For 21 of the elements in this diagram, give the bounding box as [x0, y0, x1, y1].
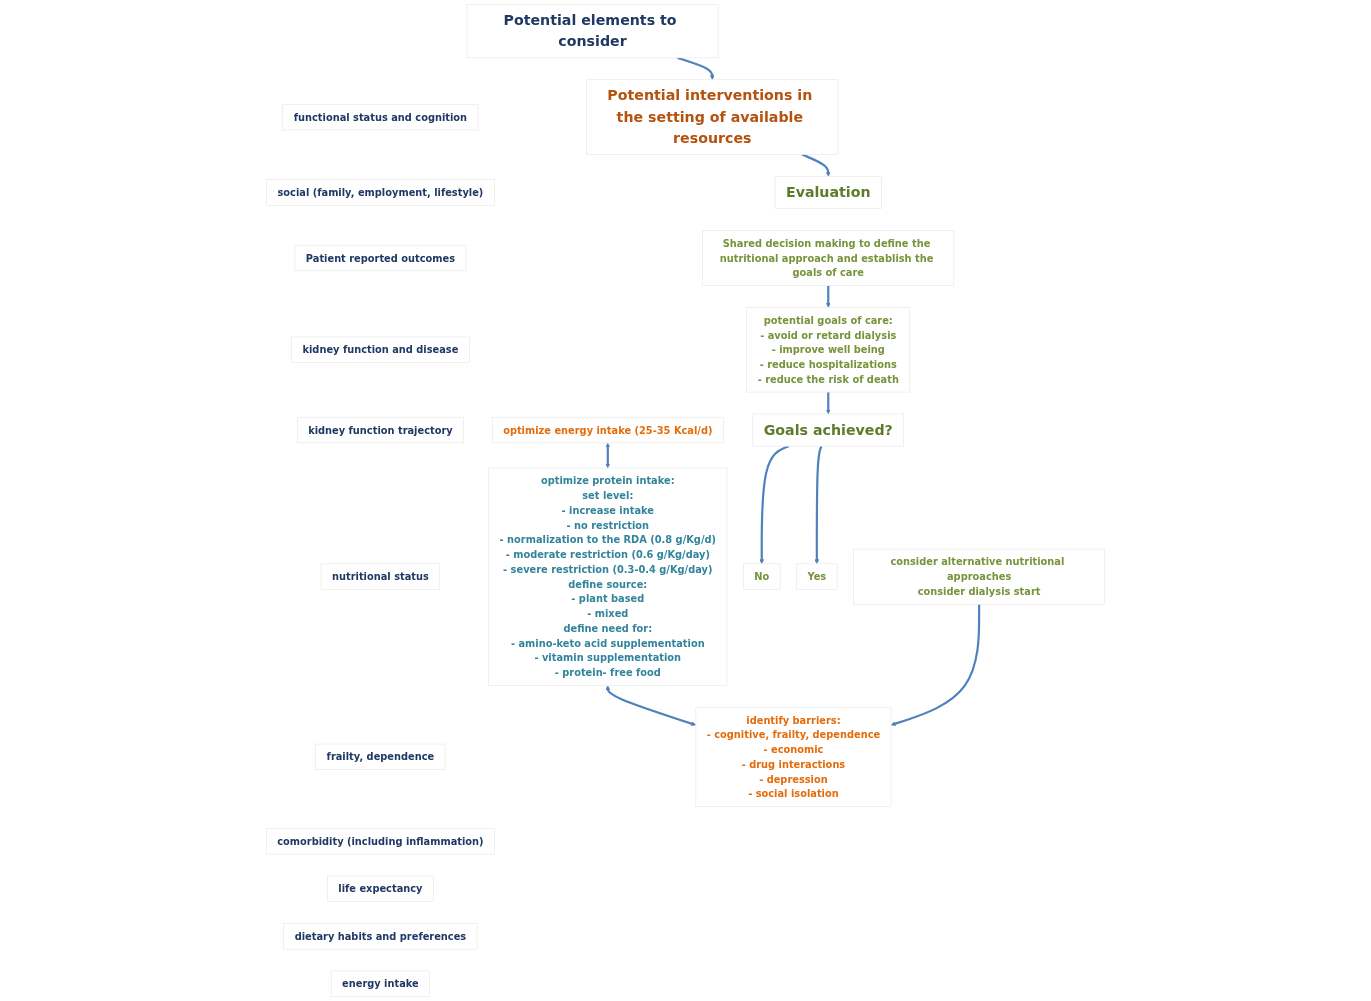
- node-box: Goals achieved?: [752, 413, 905, 447]
- node-box: potential goals of care: - avoid or retard dialysis - improve well being - reduce hospitalizations - reduce the risk of death: [746, 307, 911, 393]
- arrow: [825, 285, 831, 308]
- node-box: Potential elements to consider: [466, 4, 719, 59]
- arrow: [605, 685, 697, 726]
- arrow: [759, 445, 790, 565]
- node-box: identify barriers: - cognitive, frailty, dependence - economic - drug interactions - depression - social isolation: [695, 706, 892, 807]
- node-box: optimize energy intake (25-35 Kcal/d): [491, 416, 724, 444]
- node-box: optimize protein intake: set level: - increase intake - no restriction - normalization to the RDA (0.8 g/Kg/d) - moderate restriction (0.6 g/Kg/day) - severe restriction (0.3-0.4 g/Kg/day) define source: - plant based - mixed define need for: - amino-keto acid supplementation - vitamin supplementation - protein- free food: [488, 467, 728, 686]
- arrow: [814, 445, 823, 565]
- node-box: Potential interventions in the setting of available resources: [586, 79, 839, 155]
- node-box: Shared decision making to define the nutritional approach and establish the goals of care: [702, 230, 955, 286]
- arrow: [677, 56, 715, 80]
- arrow: [801, 153, 831, 177]
- node-box: Yes: [796, 563, 838, 590]
- node-box: consider alternative nutritional approaches consider dialysis start: [853, 548, 1105, 605]
- arrow: [890, 604, 981, 726]
- arrow: [825, 392, 831, 415]
- node-box: Evaluation: [774, 176, 882, 209]
- node-box: No: [743, 563, 781, 590]
- arrow: [605, 442, 611, 469]
